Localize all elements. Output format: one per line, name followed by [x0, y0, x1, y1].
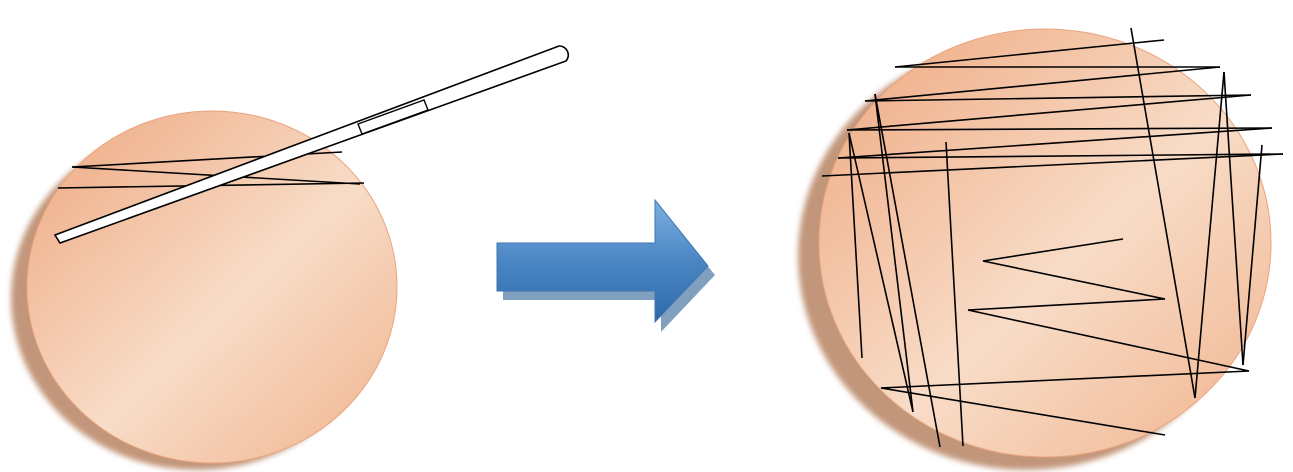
petri-dish-after [798, 28, 1283, 470]
petri-dish-icon [27, 111, 397, 463]
petri-dish-before [11, 46, 568, 470]
right-arrow-icon [497, 200, 715, 332]
petri-dish-icon [819, 29, 1271, 457]
